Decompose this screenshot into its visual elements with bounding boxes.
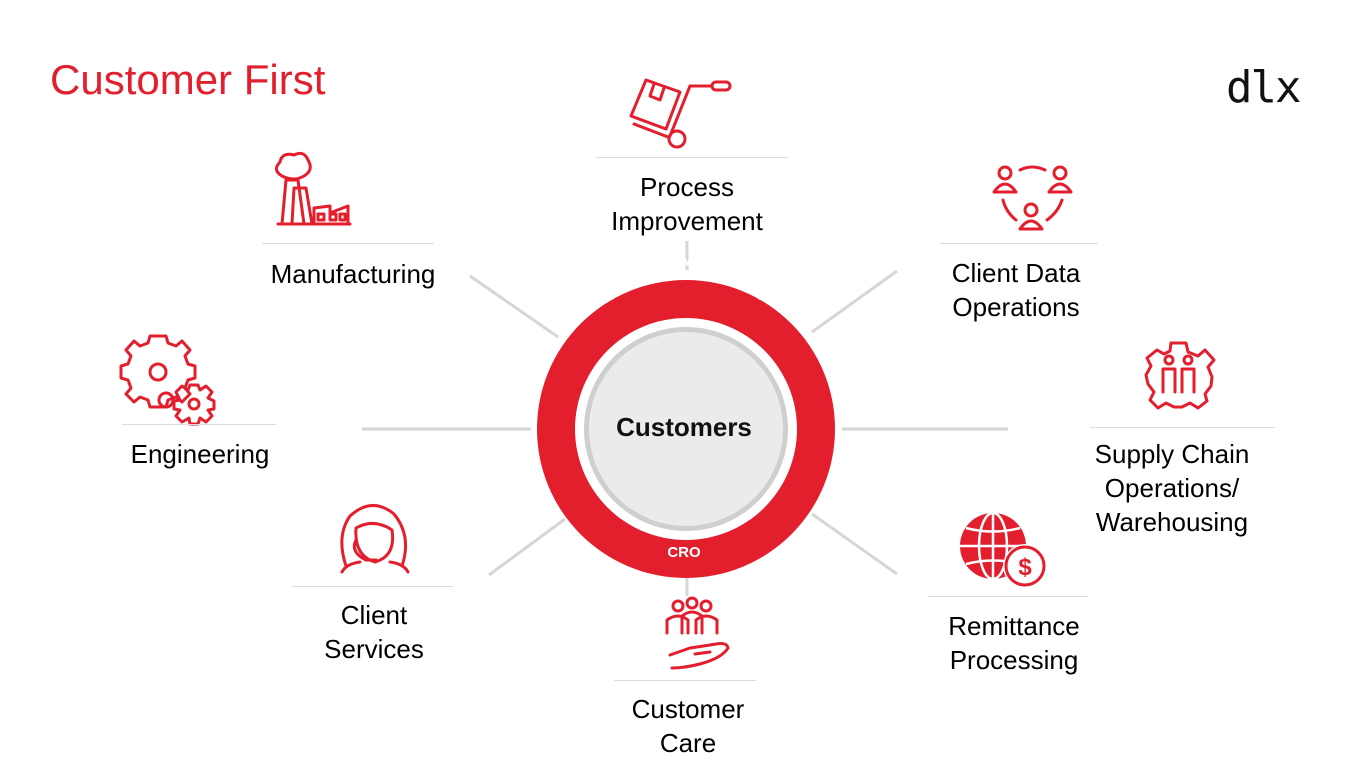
- node-remittance-line2: Processing: [949, 645, 1079, 675]
- node-services-line2: Services: [324, 634, 424, 664]
- gear-people-icon: [1144, 341, 1216, 410]
- node-care-line2: Care: [659, 728, 717, 758]
- hub-inner: [589, 332, 783, 526]
- separator-manufacturing: [262, 243, 434, 244]
- spoke-manufacturing: [469, 274, 559, 339]
- node-client-data-line2: Operations: [952, 292, 1080, 322]
- factory-icon: [275, 151, 352, 226]
- node-engineering: Engineering: [112, 437, 288, 471]
- connector-lines: [362, 241, 1008, 596]
- hand-truck-icon: [629, 78, 732, 149]
- node-supply-line3: Warehousing: [1095, 507, 1249, 537]
- globe-dollar-icon: $: [960, 511, 1047, 588]
- hub-ring-bottom-label: CRO: [667, 544, 701, 561]
- node-care-line1: Customer: [631, 694, 745, 724]
- spoke-remittance: [811, 512, 898, 576]
- node-client-data-line1: Client Data: [951, 258, 1081, 288]
- node-process-line2: Improvement: [611, 206, 763, 236]
- separator-engineering: [122, 424, 276, 425]
- node-care: Customer Care: [604, 692, 772, 760]
- separator-care: [614, 680, 756, 681]
- gears-icon: [119, 334, 216, 426]
- hub-center-label: Customers: [616, 412, 752, 442]
- spoke-services: [488, 517, 566, 577]
- node-services: Client Services: [300, 598, 448, 666]
- people-network-icon: [992, 165, 1073, 231]
- page-title: Customer First: [50, 56, 326, 103]
- headset-woman-icon: [340, 504, 410, 574]
- separator-client-data: [940, 243, 1098, 244]
- node-engineering-line1: Engineering: [130, 439, 270, 469]
- node-manufacturing: Manufacturing: [256, 257, 450, 291]
- svg-text:$: $: [1018, 554, 1032, 581]
- node-client-data: Client Data Operations: [930, 256, 1102, 324]
- node-services-line1: Client: [340, 600, 408, 630]
- node-supply-line1: Supply Chain: [1094, 439, 1250, 469]
- separator-process: [596, 157, 788, 158]
- node-supply-line2: Operations/: [1104, 473, 1240, 503]
- separator-services: [292, 586, 453, 587]
- separator-supply: [1090, 427, 1275, 428]
- node-remittance: Remittance Processing: [924, 609, 1104, 677]
- node-process-line1: Process: [640, 172, 734, 202]
- node-remittance-line1: Remittance: [948, 611, 1080, 641]
- node-manufacturing-line1: Manufacturing: [270, 259, 436, 289]
- dlx-logo: dlx: [1226, 62, 1301, 113]
- node-supply: Supply Chain Operations/ Warehousing: [1077, 437, 1267, 539]
- node-process: Process Improvement: [587, 170, 787, 238]
- spoke-client-data: [811, 269, 898, 334]
- hand-people-icon: [665, 596, 730, 670]
- separator-remittance: [928, 596, 1088, 597]
